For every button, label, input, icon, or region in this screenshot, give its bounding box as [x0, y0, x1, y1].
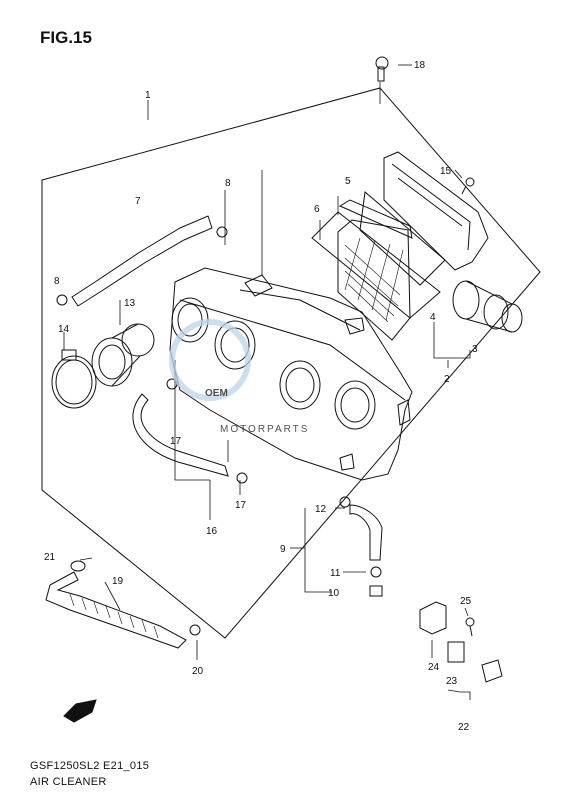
screw-15	[461, 177, 475, 195]
bolt-18	[375, 56, 389, 82]
callout-23: 23	[446, 676, 458, 687]
drain-hose-16	[132, 393, 229, 477]
intake-joint-13	[91, 323, 155, 387]
callout-3: 3	[472, 344, 478, 355]
breather-hose-19	[45, 571, 187, 649]
callout-25: 25	[460, 596, 472, 607]
model-code: GSF1250SL2 E21_015	[30, 760, 150, 772]
watermark-brand: OEM	[205, 388, 228, 399]
callout-18: 18	[414, 60, 426, 71]
figure-caption: AIR CLEANER	[30, 776, 107, 788]
bolt-25	[465, 617, 475, 637]
drain-hose-9	[349, 504, 383, 561]
callout-8a: 8	[225, 178, 231, 189]
leader-lines	[63, 64, 471, 700]
callout-13: 13	[124, 298, 136, 309]
callout-9: 9	[280, 544, 286, 555]
callout-14: 14	[58, 324, 70, 335]
callout-17a: 17	[170, 436, 182, 447]
clamp-20	[189, 624, 201, 636]
air-cleaner-case	[169, 267, 413, 481]
callout-19: 19	[112, 576, 124, 587]
intake-funnel	[452, 280, 523, 333]
callout-12: 12	[315, 504, 327, 515]
callout-22: 22	[458, 722, 470, 733]
callout-5: 5	[345, 176, 351, 187]
breather-hose-7	[71, 215, 213, 307]
callout-10: 10	[328, 588, 340, 599]
filter-cap	[359, 151, 489, 286]
callout-1: 1	[145, 90, 151, 101]
clamp-11	[370, 566, 382, 578]
band-clamp-14	[51, 349, 97, 409]
bracket-24	[419, 601, 447, 635]
callout-11: 11	[330, 568, 341, 579]
callout-21: 21	[44, 552, 56, 563]
callout-24: 24	[428, 662, 440, 673]
assembly-outline	[41, 87, 541, 639]
callout-8b: 8	[54, 276, 60, 287]
callout-15: 15	[440, 166, 452, 177]
callout-17b: 17	[235, 500, 247, 511]
callout-2: 2	[444, 374, 450, 385]
clamp-12	[339, 496, 351, 508]
holder-23	[447, 641, 503, 683]
callout-6: 6	[314, 204, 320, 215]
figure-title: FIG.15	[40, 28, 92, 47]
oem-watermark: OEM MOTORPARTS	[169, 319, 309, 435]
callout-20: 20	[192, 666, 204, 677]
clip-21	[70, 560, 86, 572]
callout-7: 7	[135, 196, 141, 207]
callout-4: 4	[430, 312, 436, 323]
clamp-8	[56, 226, 228, 306]
watermark-sub: MOTORPARTS	[220, 424, 309, 435]
fwd-direction-arrow	[63, 699, 97, 723]
callout-labels: 1 2 3 4 5 6 7 8 8 9 10 11 12 13 14 15 16…	[44, 60, 478, 733]
callout-16: 16	[206, 526, 218, 537]
air-filter-element	[311, 199, 441, 341]
drain-plug-10	[369, 585, 383, 597]
